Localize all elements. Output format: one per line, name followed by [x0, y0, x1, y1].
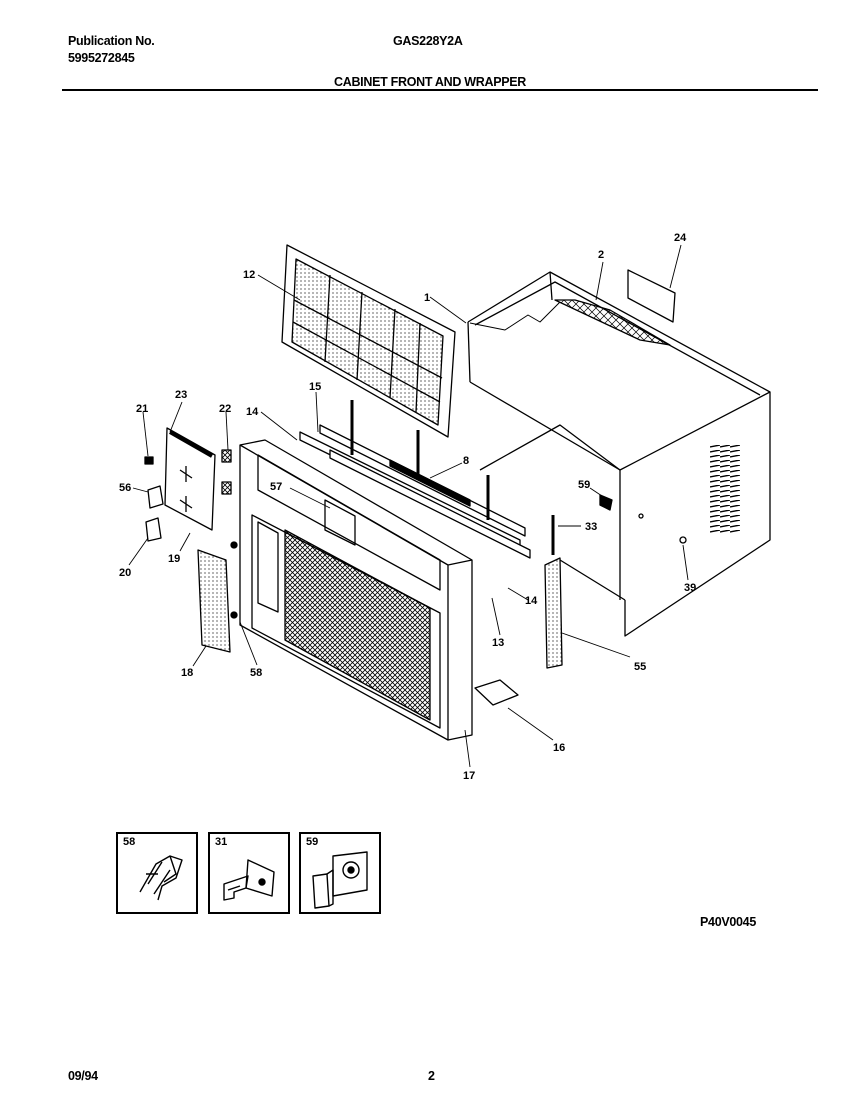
callout-39: 39 — [684, 582, 696, 594]
control-panel — [144, 427, 232, 542]
section-title: CABINET FRONT AND WRAPPER — [334, 75, 527, 89]
front-panel — [239, 439, 473, 741]
bracket-icon — [223, 859, 275, 901]
callout-2: 2 — [598, 249, 604, 261]
callout-23: 23 — [175, 389, 187, 401]
publication-label: Publication No. — [68, 34, 155, 48]
callout-33: 33 — [585, 521, 597, 533]
side-curtain-left — [197, 549, 231, 653]
page-number: 2 — [428, 1069, 435, 1083]
side-curtain-right — [544, 557, 563, 669]
inset-31: 31 — [208, 832, 290, 914]
inset-58: 58 — [116, 832, 198, 914]
callout-21: 21 — [136, 403, 148, 415]
callout-59: 59 — [578, 479, 590, 491]
callout-19: 19 — [168, 553, 180, 565]
air-filter — [281, 244, 456, 438]
callout-17: 17 — [463, 770, 475, 782]
model-number: GAS228Y2A — [393, 34, 463, 48]
cabinet-wrapper — [467, 271, 771, 637]
callout-14-right: 14 — [525, 595, 538, 607]
callout-24: 24 — [674, 232, 687, 244]
callout-18: 18 — [181, 667, 193, 679]
diagram-code: P40V0045 — [700, 915, 756, 929]
inset-59-label: 59 — [306, 836, 319, 848]
header-rule — [62, 89, 818, 91]
inset-31-label: 31 — [215, 836, 228, 848]
side-rails — [299, 400, 531, 559]
inset-58-label: 58 — [123, 836, 136, 848]
callout-20: 20 — [119, 567, 131, 579]
label-plate — [627, 269, 676, 323]
callout-58: 58 — [250, 667, 262, 679]
callout-13: 13 — [492, 637, 504, 649]
bushing-icon — [312, 851, 368, 909]
callout-55: 55 — [634, 661, 646, 673]
callout-16: 16 — [553, 742, 565, 754]
base-rail — [474, 679, 519, 706]
clip-icon — [139, 855, 183, 901]
footer-date: 09/94 — [68, 1069, 98, 1083]
inset-59: 59 — [299, 832, 381, 914]
callout-56: 56 — [119, 482, 131, 494]
callout-1: 1 — [424, 292, 430, 304]
callout-15: 15 — [309, 381, 321, 393]
callout-14-left: 14 — [246, 406, 259, 418]
callout-8: 8 — [463, 455, 469, 467]
callout-57: 57 — [270, 481, 282, 493]
callout-12: 12 — [243, 269, 255, 281]
publication-number: 5995272845 — [68, 51, 135, 65]
callout-22: 22 — [219, 403, 231, 415]
